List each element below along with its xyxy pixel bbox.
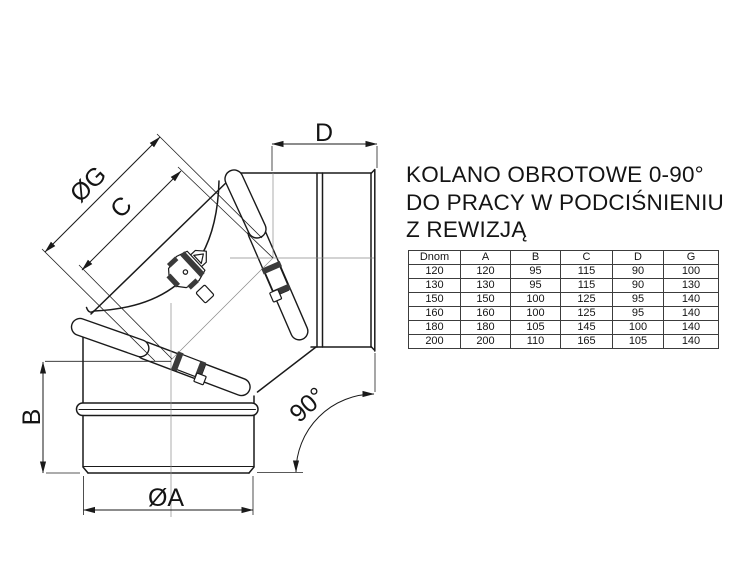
latch-strap [261,260,283,275]
table-cell: 145 [560,320,613,335]
table-cell: 160 [460,306,511,321]
table-cell: 125 [560,292,613,307]
inlet-pipe [75,331,259,474]
latch-strap [180,251,205,277]
label-angle: 90° [284,382,331,428]
outlet-pipe [237,168,376,352]
construction-lines [170,173,374,517]
table-cell: 130 [460,278,511,293]
table-cell: 90 [612,264,664,279]
latch-nub [166,273,181,288]
table-cell: 95 [510,278,561,293]
dim-arc-90 [292,390,375,473]
table-header-cell: A [460,250,511,265]
product-title-line: KOLANO OBROTOWE 0-90° [406,162,704,187]
table-cell: 95 [612,306,664,321]
table-cell: 200 [460,334,511,349]
table-cell: 95 [510,264,561,279]
table-cell: 95 [612,292,664,307]
revision-latch-foot [195,284,215,304]
elbow-heel-edge [256,346,317,393]
table-cell: 140 [663,292,719,307]
rotating-seam-lower [70,317,251,397]
product-title-line: DO PRACY W PODCIŚNIENIU [406,189,724,215]
latch-strap [171,351,184,372]
table-cell: 105 [612,334,664,349]
table-cell: 200 [408,334,461,349]
label-inlet-length: B [18,409,46,426]
table-cell: 180 [408,320,461,335]
table-cell: 120 [408,264,461,279]
table-cell: 100 [612,320,664,335]
dimension-lines [39,133,378,515]
table-cell: 125 [560,306,613,321]
table-cell: 110 [510,334,561,349]
table-cell: 180 [460,320,511,335]
table-cell: 165 [560,334,613,349]
latch-rivet [182,269,189,275]
latch-foot [193,372,207,386]
table-cell: 160 [408,306,461,321]
mid-axis [170,257,274,361]
ext-line [41,248,156,362]
table-header-cell: B [510,250,561,265]
table-header-cell: G [663,250,719,265]
table-cell: 115 [560,264,613,279]
table-cell: 130 [408,278,461,293]
table-cell: 140 [663,320,719,335]
ext-line [156,133,263,239]
latches [166,249,291,386]
table-cell: 150 [408,292,461,307]
table-cell: 100 [510,306,561,321]
table-cell: 140 [663,334,719,349]
label-flange-diameter: ØG [65,161,112,208]
product-title-line: Z REWIZJĄ [406,217,527,242]
table-header-cell: D [612,250,664,265]
table-header-cell: Dnom [408,250,461,265]
seam-latch-lower [171,351,207,386]
ext-line [78,264,173,360]
rotating-seam-upper [224,169,309,341]
latch-foot [269,289,283,303]
dim-line-G [44,136,161,253]
seam-latch-upper [261,260,291,303]
product-title: KOLANO OBROTOWE 0-90° DO PRACY W PODCIŚN… [406,161,736,244]
table-cell: 130 [663,278,719,293]
table-cell: 90 [612,278,664,293]
latch-nub [187,278,199,290]
label-inlet-diameter: ØA [148,484,184,512]
dim-line-C [81,170,182,271]
label-outlet-length: D [315,119,333,147]
table-cell: 140 [663,306,719,321]
outlet-lip [370,168,376,352]
technical-drawing: D ØG C B ØA 90° [18,119,378,517]
table-cell: 100 [663,264,719,279]
revision-latch [166,249,207,290]
table-cell: 100 [510,292,561,307]
table-header-cell: C [560,250,613,265]
latch-lever-hole [193,253,204,265]
table-cell: 120 [460,264,511,279]
table-cell: 115 [560,278,613,293]
revision-door-arc-end [85,306,95,313]
table-cell: 105 [510,320,561,335]
table-cell: 150 [460,292,511,307]
ext-line [177,166,274,259]
